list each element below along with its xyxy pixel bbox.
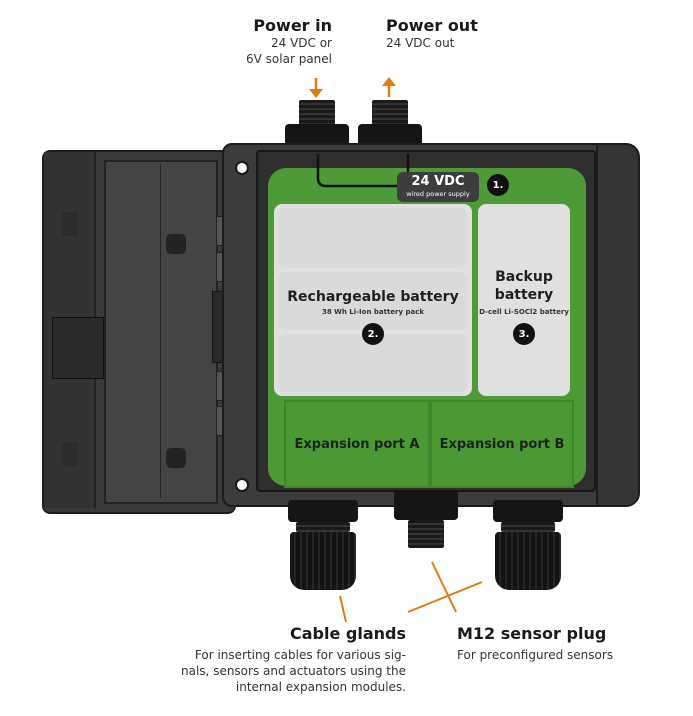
backup-battery-title-1: Backup: [495, 269, 553, 285]
power-in-line-1: 24 VDC or: [270, 36, 332, 50]
m12-plug-title: M12 sensor plug: [457, 624, 607, 643]
arrow-up-icon: [382, 77, 396, 97]
cable-glands-title: Cable glands: [290, 624, 406, 643]
m12-sensor-plug: [394, 490, 458, 554]
power-out-title: Power out: [386, 16, 478, 35]
expansion-port-b-label: Expansion port B: [439, 436, 565, 452]
expansion-port-b: Expansion port B: [430, 400, 574, 488]
cable-glands-line-1: For inserting cables for various sig-: [194, 648, 406, 662]
power-supply-title: 24 VDC: [411, 174, 465, 189]
power-out-line-1: 24 VDC out: [386, 36, 455, 50]
power-in-connector: [285, 100, 349, 152]
cable-glands-line-3: internal expansion modules.: [235, 680, 406, 694]
power-in-line-2: 6V solar panel: [246, 52, 332, 66]
leader-lines: [339, 561, 483, 623]
m12-plug-line-1: For preconfigured sensors: [457, 648, 614, 662]
screw-hole-bottom-left: [235, 478, 249, 492]
badge-2: 2.: [362, 323, 384, 345]
badge-3: 3.: [513, 323, 535, 345]
m12-plug-callout: M12 sensor plug For preconfigured sensor…: [457, 624, 657, 663]
lid-screw-boss-bottom: [166, 448, 186, 468]
expansion-port-a-label: Expansion port A: [294, 436, 420, 452]
power-supply-subtitle: wired power supply: [406, 190, 470, 198]
cable-glands-callout: Cable glands For inserting cables for va…: [150, 624, 406, 695]
arrow-down-icon: [309, 78, 323, 98]
expansion-port-a: Expansion port A: [284, 400, 430, 488]
power-out-callout: Power out 24 VDC out: [386, 16, 506, 51]
power-in-title: Power in: [253, 16, 332, 35]
rechargeable-battery-subtitle: 38 Wh Li-Ion battery pack: [321, 308, 425, 316]
badge-1: 1.: [487, 174, 509, 196]
backup-battery-title-2: battery: [494, 287, 554, 303]
battery-cell-2: [278, 272, 468, 330]
cable-gland-right: [493, 500, 563, 592]
battery-cell-1: [278, 208, 468, 268]
enclosure-lid: [42, 150, 236, 514]
enclosure-side-panel: [596, 143, 640, 507]
lid-screw-boss-top: [166, 234, 186, 254]
power-supply-label: 24 VDC wired power supply: [397, 172, 479, 202]
screw-hole-top-left: [235, 161, 249, 175]
cable-glands-line-2: nals, sensors and actuators using the: [181, 664, 406, 678]
cable-gland-left: [288, 500, 358, 592]
rechargeable-battery-title: Rechargeable battery: [287, 289, 459, 305]
backup-battery: [478, 204, 570, 396]
backup-battery-subtitle: D-cell Li-SOCl2 battery: [479, 308, 569, 316]
power-in-callout: Power in 24 VDC or 6V solar panel: [230, 16, 332, 67]
